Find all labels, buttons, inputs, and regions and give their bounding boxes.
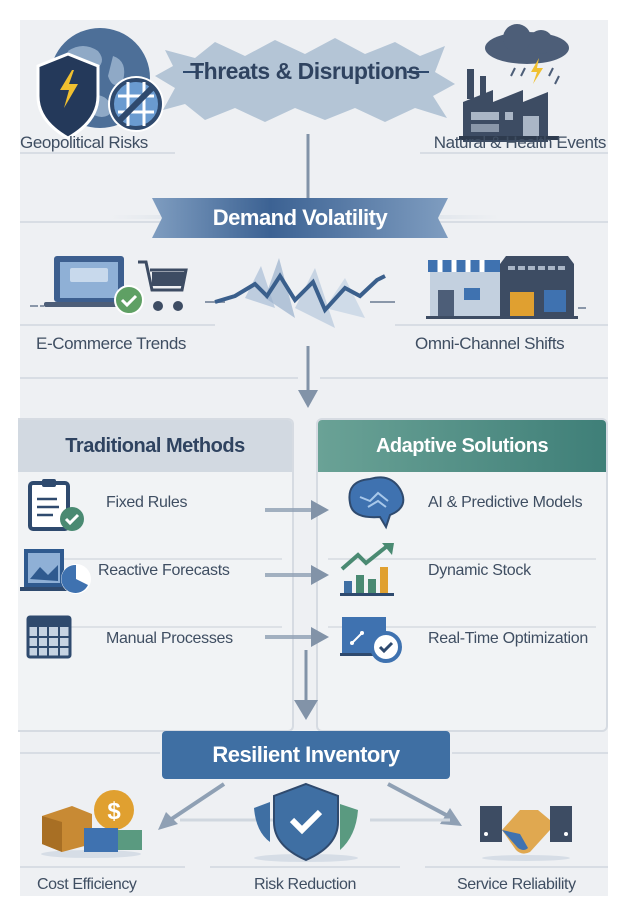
spreadsheet-icon bbox=[26, 615, 72, 659]
geopolitical-risks-label: Geopolitical Risks bbox=[20, 133, 148, 152]
ecommerce-trends-label: E-Commerce Trends bbox=[36, 334, 187, 353]
threats-title: Threats & Disruptions bbox=[190, 58, 420, 84]
traditional-item-manual-processes: Manual Processes bbox=[18, 608, 292, 670]
demand-title: Demand Volatility bbox=[212, 205, 388, 230]
service-reliability-label: Service Reliability bbox=[457, 876, 576, 893]
adaptive-item-label: Dynamic Stock bbox=[428, 562, 531, 579]
clipboard-check-icon bbox=[28, 479, 84, 531]
adaptive-solutions-header: Adaptive Solutions bbox=[318, 420, 606, 472]
adaptive-item-dynamic-stock: Dynamic Stock bbox=[318, 540, 606, 602]
arrow-down-icon bbox=[294, 650, 318, 720]
handshake-icon bbox=[480, 806, 572, 861]
traditional-methods-header: Traditional Methods bbox=[18, 420, 292, 472]
demand-volatility-banner bbox=[152, 198, 448, 238]
traditional-methods-panel: Traditional Methods Fixed Rules Reactive… bbox=[18, 418, 294, 732]
resilient-inventory-title: Resilient Inventory bbox=[162, 731, 450, 779]
monitor-check-icon bbox=[340, 617, 402, 663]
storefront-icon bbox=[426, 256, 586, 319]
arrow-right-icon bbox=[265, 627, 329, 647]
svg-text:$: $ bbox=[107, 798, 121, 825]
arrow-down-icon bbox=[298, 346, 318, 408]
omni-channel-shifts-label: Omni-Channel Shifts bbox=[415, 334, 565, 353]
traditional-item-fixed-rules: Fixed Rules bbox=[18, 472, 292, 534]
arrow-right-icon bbox=[265, 565, 329, 585]
volatility-wave-icon bbox=[205, 258, 395, 328]
brain-icon bbox=[348, 476, 405, 530]
chart-screen-icon bbox=[20, 549, 91, 594]
factory-storm-icon bbox=[459, 24, 569, 142]
arrow-down-left-icon bbox=[158, 782, 226, 830]
adaptive-item-real-time-optimization: Real-Time Optimization bbox=[318, 608, 606, 670]
adaptive-item-label: AI & Predictive Models bbox=[428, 494, 583, 511]
traditional-item-reactive-forecasts: Reactive Forecasts bbox=[18, 540, 292, 602]
natural-health-events-label: Natural & Health Events bbox=[433, 133, 607, 152]
boxes-dollar-icon: $ bbox=[41, 790, 142, 858]
adaptive-item-ai-predictive: AI & Predictive Models bbox=[318, 472, 606, 534]
adaptive-solutions-panel: Adaptive Solutions AI & Predictive Model… bbox=[316, 418, 608, 732]
adaptive-item-label: Real-Time Optimization bbox=[428, 630, 588, 647]
cost-efficiency-label: Cost Efficiency bbox=[37, 876, 137, 893]
traditional-item-label: Manual Processes bbox=[106, 630, 233, 647]
traditional-item-label: Reactive Forecasts bbox=[98, 562, 230, 579]
threats-starburst bbox=[155, 38, 455, 122]
traditional-item-label: Fixed Rules bbox=[106, 494, 188, 511]
arrow-right-icon bbox=[265, 500, 329, 520]
transition-arrows bbox=[265, 500, 329, 647]
growth-chart-icon bbox=[340, 543, 394, 596]
shield-check-icon bbox=[254, 782, 358, 862]
globe-shield-icon bbox=[36, 28, 164, 140]
risk-reduction-label: Risk Reduction bbox=[254, 876, 357, 893]
laptop-cart-icon bbox=[30, 256, 188, 315]
